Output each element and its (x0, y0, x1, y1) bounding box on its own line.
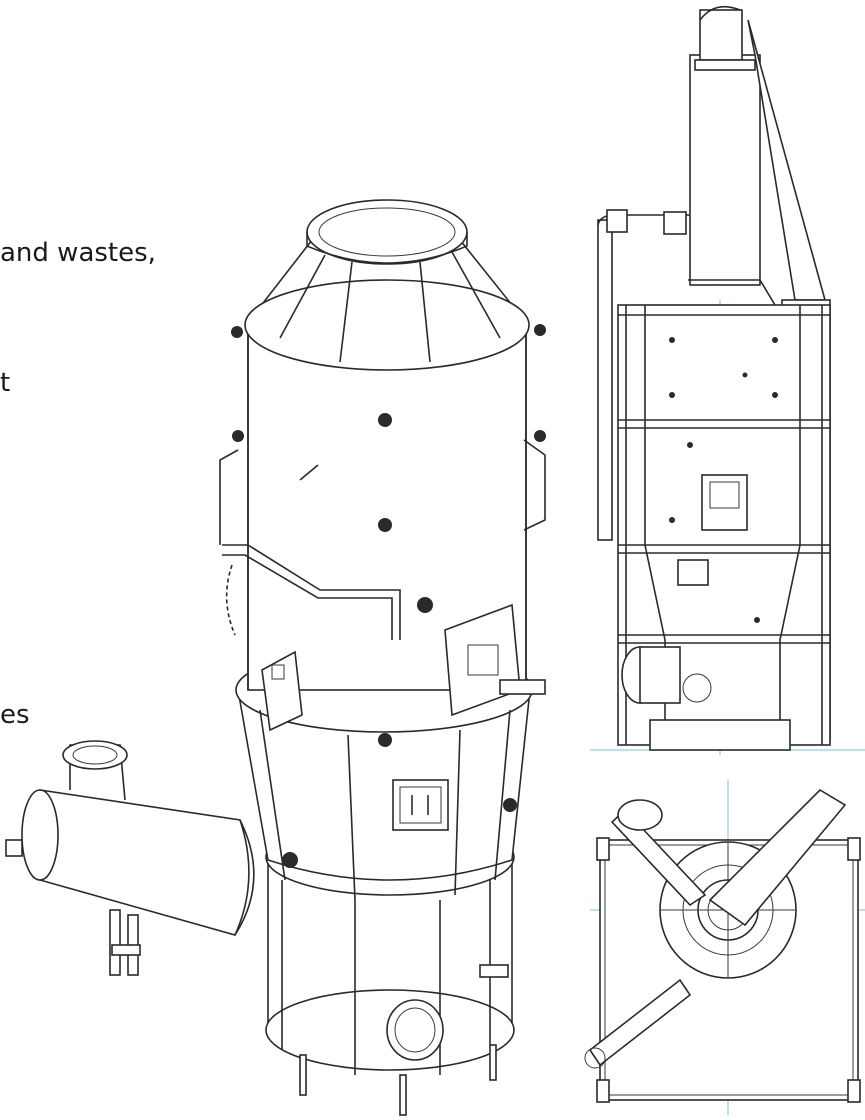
front-elevation-view (590, 5, 865, 755)
plan-view (584, 780, 865, 1115)
tower-top-cone (231, 199, 546, 442)
body-text-fragment-3: es (0, 700, 30, 730)
isometric-tower-view (5, 199, 546, 1116)
body-text-fragment-2: t (0, 368, 11, 398)
side-vessel (5, 740, 255, 976)
body-text-fragment-1: and wastes, (0, 238, 156, 268)
